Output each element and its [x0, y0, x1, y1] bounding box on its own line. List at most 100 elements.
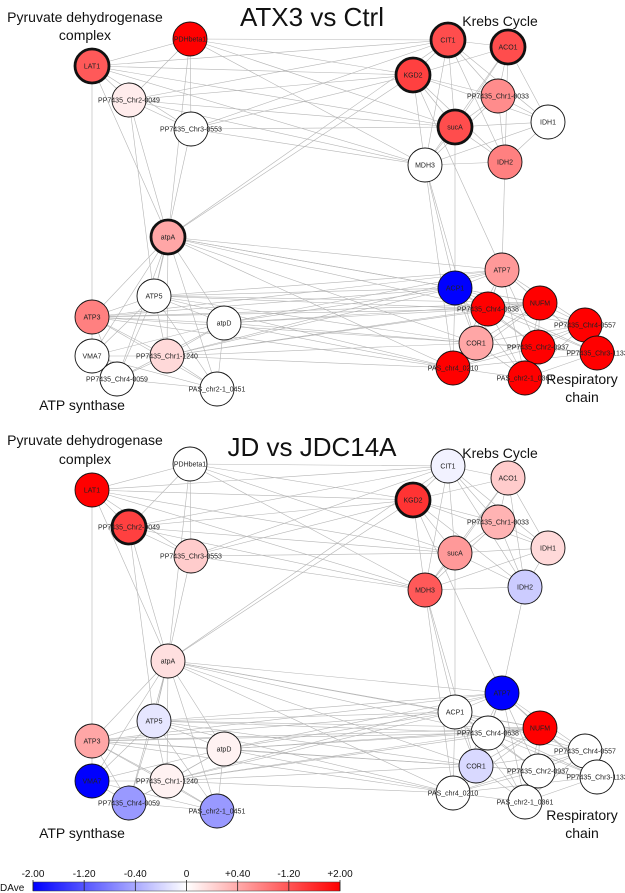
node-circle — [579, 335, 615, 371]
node-label: VMA7 — [82, 779, 101, 786]
node-suca: sucA — [436, 108, 474, 146]
node-circle — [74, 338, 110, 374]
node-label: PP7435_Chr4-0059 — [98, 801, 160, 808]
node-label: atpA — [161, 235, 176, 242]
edge — [190, 128, 426, 166]
edge — [167, 236, 218, 390]
edge — [412, 499, 549, 549]
edge — [424, 46, 509, 166]
edge — [424, 477, 509, 591]
edge — [91, 740, 454, 794]
node-label: PP7435_Chr1-1240 — [136, 354, 198, 361]
node-label: PDHbeta1 — [174, 462, 206, 469]
node-circle — [437, 535, 473, 571]
node-label: PP7435_Chr4-0557 — [554, 323, 616, 330]
edge — [167, 499, 414, 662]
node-circle — [149, 218, 187, 256]
node-label: ACO1 — [498, 476, 517, 483]
node-label: KGD2 — [403, 498, 422, 505]
edge — [190, 499, 414, 557]
colorbar-tick-label: +2.00 — [327, 869, 353, 880]
node-label: PP7435_Chr2-0937 — [507, 769, 569, 776]
edge — [167, 660, 541, 729]
edge — [412, 499, 503, 694]
node-nufm: NUFM — [522, 285, 558, 321]
atp-synthase-label: ATP synthase — [39, 825, 125, 841]
node-pp7435-chr4-0638: PP7435_Chr4-0638 — [457, 291, 519, 327]
edge — [166, 780, 454, 794]
node-pp7435-chr4-0557: PP7435_Chr4-0557 — [554, 307, 616, 343]
edge — [153, 720, 454, 794]
edge — [424, 39, 449, 166]
node-circle — [136, 703, 172, 739]
node-label: PP7435_Chr4-0059 — [86, 377, 148, 384]
node-circle — [484, 252, 520, 288]
node-circle — [407, 147, 443, 183]
edge — [501, 586, 526, 694]
node-label: PP7435_Chr3-0553 — [160, 554, 222, 561]
node-circle — [480, 504, 516, 540]
node-label: ATP5 — [146, 294, 163, 301]
edge — [128, 39, 449, 101]
node-label: IDH1 — [540, 546, 556, 553]
node-circle — [394, 481, 432, 519]
edge — [189, 463, 426, 591]
edge — [166, 355, 454, 369]
edge — [153, 269, 503, 297]
node-pp7435-chr4-0638: PP7435_Chr4-0638 — [457, 715, 519, 751]
node-circle — [110, 508, 148, 546]
node-circle — [73, 47, 111, 85]
node-label: ACP1 — [446, 710, 464, 717]
node-label: PP7435_Chr1-0033 — [467, 94, 529, 101]
node-mdh3: MDH3 — [407, 147, 443, 183]
edge — [424, 589, 477, 767]
edge — [167, 660, 477, 767]
node-label: ATP7 — [494, 691, 511, 698]
edge — [223, 322, 454, 369]
edge — [153, 692, 503, 722]
node-atpa: atpA — [150, 643, 186, 679]
node-pp7435-chr1-1240: PP7435_Chr1-1240 — [136, 338, 198, 374]
node-label: sucA — [447, 125, 463, 132]
edge — [166, 732, 489, 782]
node-circle — [407, 572, 443, 608]
node-pas-chr2-1-0451: PAS_chr2-1_0451 — [189, 371, 245, 407]
edge — [223, 322, 477, 344]
pdh-complex-label: Pyruvate dehydrogenase — [7, 9, 163, 25]
node-label: NUFM — [530, 301, 550, 308]
node-idh1: IDH1 — [530, 530, 566, 566]
pdh-complex-label-line2: complex — [59, 27, 111, 43]
node-circle — [530, 104, 566, 140]
edge — [91, 489, 414, 501]
node-pp7435-chr3-0553: PP7435_Chr3-0553 — [160, 111, 222, 147]
edge — [91, 732, 489, 742]
edge — [153, 720, 218, 812]
node-circle — [206, 731, 242, 767]
node-label: PP7435_Chr3-1133 — [566, 775, 625, 782]
node-mdh3: MDH3 — [407, 572, 443, 608]
node-circle — [470, 291, 506, 327]
edge — [91, 660, 169, 782]
node-atp3: ATP3 — [74, 299, 110, 335]
node-pp7435-chr2-0937: PP7435_Chr2-0937 — [507, 329, 569, 365]
edge — [128, 465, 449, 528]
node-pas-chr2-1-0361: PAS_chr2-1_0361 — [497, 784, 553, 820]
node-circle — [522, 710, 558, 746]
node-label: MDH3 — [415, 588, 435, 595]
respiratory-chain-label: Respiratory — [546, 807, 618, 823]
node-pp7435-chr3-1133: PP7435_Chr3-1133 — [566, 759, 625, 795]
node-pas-chr2-1-0451: PAS_chr2-1_0451 — [189, 793, 245, 829]
node-aco1: ACO1 — [490, 460, 526, 496]
node-label: IDH1 — [540, 120, 556, 127]
respiratory-chain-label-line2: chain — [565, 825, 598, 841]
node-cor1: COR1 — [458, 748, 494, 784]
edge — [189, 38, 449, 41]
edge — [128, 526, 155, 722]
node-label: PAS_chr4_0210 — [428, 366, 479, 373]
edge — [424, 164, 454, 369]
node-atpd: atpD — [206, 731, 242, 767]
edge — [454, 711, 586, 752]
node-label: NUFM — [530, 726, 550, 733]
node-pp7435-chr4-0059: PP7435_Chr4-0059 — [98, 785, 160, 821]
